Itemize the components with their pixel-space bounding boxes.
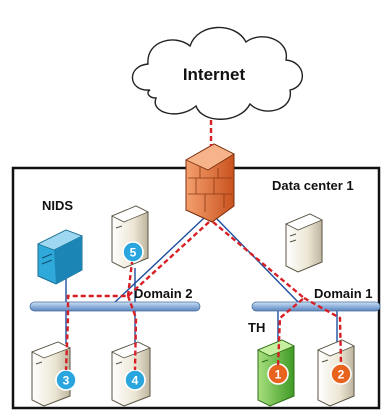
domain-1-label: Domain 1 [314,286,373,301]
server-2-number: 2 [338,368,345,382]
attack-path [64,120,343,371]
server-icon [285,213,323,273]
domain-1-switch [251,301,381,312]
server-5-number: 5 [130,246,137,260]
internet-label: Internet [183,65,246,84]
server-2-badge [330,363,352,385]
datacenter-label: Data center 1 [272,178,354,193]
server-1-number: 1 [275,368,282,382]
server-2: 2 [317,339,355,407]
internet-cloud: Internet [131,26,303,120]
firewall-icon [185,143,235,223]
server-4: 4 [111,341,151,407]
server-3: 3 [31,341,77,407]
server-5-badge [122,241,144,263]
network-links [65,217,338,344]
server-4-number: 4 [132,374,139,388]
domain-2-switch [29,301,201,312]
nids-label: NIDS [42,198,73,213]
nids-sensor-icon [37,229,83,285]
server-5: 5 [111,205,149,269]
server-1-th: 1 [257,339,295,407]
server-3-number: 3 [63,374,70,388]
th-label: TH [248,320,265,335]
domain-2-label: Domain 2 [134,286,193,301]
